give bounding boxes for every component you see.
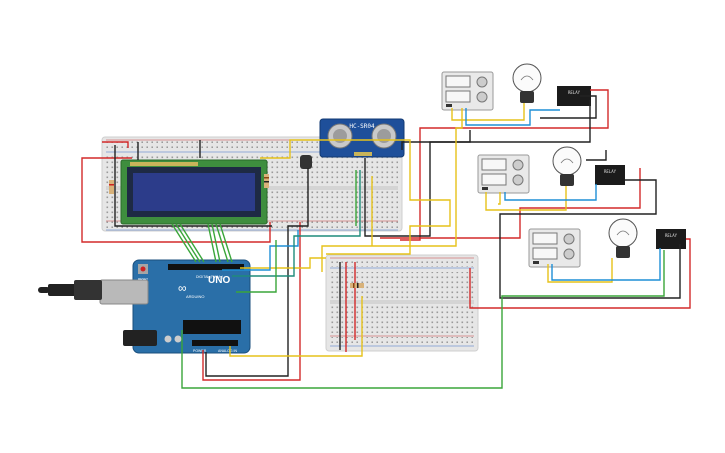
wire-yellow — [321, 108, 463, 272]
lcd-display[interactable] — [120, 159, 268, 225]
chip-icon — [183, 320, 241, 334]
bulb-icon[interactable] — [552, 146, 582, 186]
wire-black — [114, 145, 272, 227]
wire-black — [364, 130, 471, 237]
relay-icon[interactable]: RELAY — [656, 229, 686, 249]
wire-red — [202, 222, 301, 381]
relay-label: RELAY — [568, 90, 581, 95]
wire-yellow — [229, 296, 363, 357]
sensor-model: HC-SR04 — [349, 123, 375, 130]
wire-yellow — [498, 192, 501, 205]
wire-red — [400, 89, 609, 241]
wire-black — [586, 150, 607, 161]
wire-black — [401, 100, 591, 150]
arduino-model-label: UNO — [208, 275, 230, 286]
wire-green — [219, 223, 233, 263]
wire-green — [175, 223, 201, 263]
wires — [81, 89, 691, 389]
wire-black — [499, 179, 681, 299]
wire-teal — [232, 170, 361, 277]
power-jack — [123, 330, 157, 346]
wire-yellow — [260, 139, 451, 255]
relay-label: RELAY — [604, 169, 617, 174]
wire-yellow — [451, 103, 525, 121]
usb-port — [99, 279, 149, 305]
resistor-icon — [350, 283, 364, 288]
bulb-icon[interactable] — [512, 63, 542, 103]
wire-blue — [504, 184, 597, 201]
relay-icon[interactable]: RELAY — [595, 165, 625, 185]
arduino-power-label: POWER — [193, 349, 207, 353]
wire-blue — [551, 248, 661, 281]
relay-label: RELAY — [665, 233, 678, 238]
ultrasonic-sensor-icon[interactable]: HC-SR04 — [319, 118, 405, 158]
potentiometer[interactable] — [300, 155, 312, 169]
power-supply-icon[interactable] — [528, 228, 581, 268]
resistor-icon — [264, 174, 269, 188]
wire-red — [102, 141, 129, 148]
wire-black — [540, 95, 597, 119]
resistor-icon — [109, 180, 114, 194]
wire-green — [179, 223, 205, 263]
arduino-logo-icon: ∞ — [178, 281, 187, 295]
breadboard-bottom — [325, 254, 479, 352]
wire-green — [171, 223, 197, 263]
usb-cable-icon — [38, 280, 102, 300]
power-supply-icon[interactable] — [477, 154, 530, 194]
wire-green — [181, 250, 665, 389]
arduino-brand: ARDUINO — [186, 294, 204, 299]
wire-red — [81, 157, 271, 243]
wire-red — [469, 238, 691, 309]
wire-green — [211, 223, 221, 263]
arduino-uno[interactable]: UNO ∞ ARDUINO DIGITAL (PWM~) ANALOG IN P… — [99, 259, 251, 354]
arduino-digital-label: DIGITAL (PWM~) — [196, 275, 223, 279]
arduino-analog-label: ANALOG IN — [218, 349, 238, 353]
wire-blue — [465, 108, 560, 126]
wire-yellow — [485, 186, 567, 211]
wire-green — [215, 223, 229, 263]
arduino-reset-label: RESET — [138, 277, 148, 281]
wire-black — [205, 168, 309, 377]
wire-yellow — [240, 257, 326, 269]
bulb-icon[interactable] — [608, 218, 638, 258]
relay-icon[interactable]: RELAY — [557, 86, 591, 106]
wire-green — [207, 223, 217, 263]
wire-red — [380, 168, 641, 239]
wire-yellow — [547, 258, 613, 283]
wire-blue — [222, 230, 299, 271]
lcd-pin-header — [130, 162, 198, 166]
power-supply-icon[interactable] — [441, 71, 494, 111]
wire-green — [236, 240, 277, 293]
